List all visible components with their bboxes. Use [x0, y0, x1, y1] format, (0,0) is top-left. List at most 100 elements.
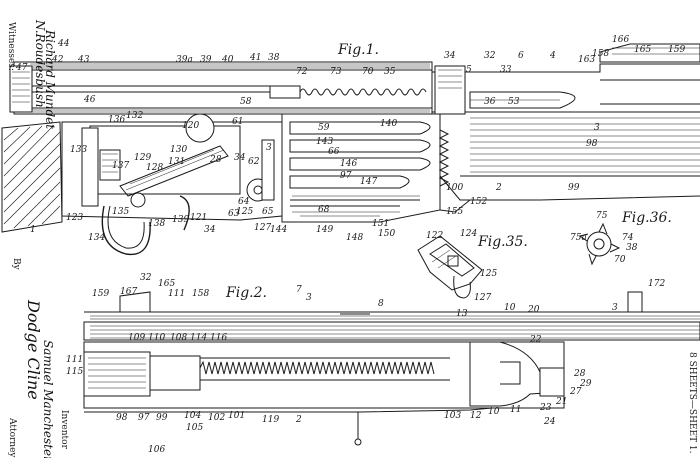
fig2-label-m108: 108 — [170, 333, 187, 343]
fig1-label-l136: 136 — [108, 115, 125, 125]
fig2-label-m10: 10 — [504, 303, 516, 313]
fig1-label-l128: 128 — [146, 163, 163, 173]
fig1-label-l144: 144 — [270, 225, 287, 235]
fig2-label-m104: 104 — [184, 411, 201, 421]
fig1-label-l64: 64 — [238, 197, 250, 207]
fig2-label-m28: 28 — [573, 369, 586, 379]
fig1-label-l166: 166 — [612, 35, 629, 45]
witnesses-header: Witnesses: — [6, 22, 16, 71]
fig2-label-m158: 158 — [192, 289, 209, 299]
fig1-label-l61: 61 — [232, 117, 243, 127]
fig1-label-l6: 6 — [518, 51, 524, 61]
fig1-label-l151: 151 — [372, 219, 389, 229]
fig1-label-l73: 73 — [330, 67, 342, 77]
fig35-label-n127: 127 — [474, 293, 491, 303]
fig1-label-l121: 121 — [190, 213, 207, 223]
fig2-label-m12: 12 — [470, 411, 482, 421]
fig2-label-m8: 8 — [378, 299, 384, 309]
fig2-label-m13: 13 — [456, 309, 468, 319]
fig1-barrel — [432, 43, 700, 177]
fig1-label-l139: 139 — [172, 215, 189, 225]
fig1-label-l148: 148 — [346, 233, 363, 243]
fig1-label-l99: 99 — [568, 183, 580, 193]
fig1-magazine — [281, 113, 450, 223]
fig2-label-m106: 106 — [148, 445, 165, 455]
fig1-label-l155: 155 — [446, 207, 463, 217]
sheet-stamp: 8 SHEETS—SHEET 1. — [687, 352, 697, 454]
fig1-label-l53: 53 — [508, 97, 520, 107]
inventor-signature: Dodge Cline — [24, 299, 43, 400]
figure-1-drawing — [1, 43, 700, 256]
fig1-label-l150: 150 — [378, 229, 395, 239]
fig1-label-l146: 146 — [340, 159, 357, 169]
fig2-label-m24: 24 — [543, 417, 556, 427]
fig2-label-m97: 97 — [138, 413, 150, 423]
fig1-label-l43: 43 — [77, 55, 90, 65]
fig36-label-p75: 75 — [596, 211, 608, 221]
fig1-label-l28: 28 — [209, 155, 222, 165]
fig2-label-m172: 172 — [648, 279, 665, 289]
fig2-label-m23: 23 — [539, 403, 552, 413]
fig2-label-m105: 105 — [186, 423, 203, 433]
fig2-label-m98: 98 — [116, 413, 128, 423]
fig1-label-l32: 32 — [484, 51, 496, 61]
fig1-label-l147: 147 — [360, 177, 377, 187]
fig2-label-m7: 7 — [296, 285, 302, 295]
fig2-label-m111: 111 — [168, 289, 185, 299]
fig2-label-m3: 3 — [306, 293, 312, 303]
fig1-label-l40: 40 — [221, 55, 234, 65]
fig1-label-l47: 47 — [15, 63, 28, 73]
fig35-label-n125: 125 — [480, 269, 497, 279]
fig1-label-l152: 152 — [470, 197, 487, 207]
fig2-label-m110: 110 — [148, 333, 165, 343]
fig2-label-m114: 114 — [190, 333, 207, 343]
fig1-label-l34b: 34 — [234, 153, 246, 163]
fig1-label-l127: 127 — [254, 223, 271, 233]
fig1-label-l4: 4 — [549, 51, 556, 61]
fig2-label-m119: 119 — [262, 415, 279, 425]
fig2-label-m29: 29 — [579, 379, 592, 389]
fig1-label-l143: 143 — [316, 137, 333, 147]
fig1-label-l46: 46 — [83, 95, 96, 105]
fig1-label-l130: 130 — [170, 145, 187, 155]
fig1-label-l33: 33 — [500, 65, 512, 75]
fig1-label-l100: 100 — [446, 183, 463, 193]
fig36-label-p70: 70 — [614, 255, 626, 265]
witness-signature-1: N.Roudesbush — [33, 19, 47, 108]
fig1-label-l36: 36 — [484, 97, 496, 107]
fig2-label-m102: 102 — [208, 413, 225, 423]
fig1-label-l39: 39 — [200, 55, 212, 65]
inventor-label: Inventor — [59, 410, 69, 450]
fig35-label-n122: 122 — [426, 231, 443, 241]
figure-36-drawing — [578, 222, 621, 266]
fig1-label-l5: 5 — [466, 65, 472, 75]
fig1-label-l59: 59 — [318, 123, 330, 133]
fig1-label-l138: 138 — [148, 219, 165, 229]
fig2-label-m32: 32 — [140, 273, 152, 283]
fig2-label-m111b: 111 — [66, 355, 83, 365]
fig36-label-p38: 38 — [626, 243, 638, 253]
fig35-title: Fig.35. — [477, 234, 528, 250]
fig1-label-l72: 72 — [296, 67, 308, 77]
fig2-label-m167: 167 — [120, 287, 137, 297]
fig1-label-l140: 140 — [380, 119, 397, 129]
fig1-label-l39a: 39a — [176, 55, 193, 65]
fig1-label-l132: 132 — [126, 111, 143, 121]
fig2-label-m109: 109 — [128, 333, 145, 343]
fig1-label-l34: 34 — [444, 51, 456, 61]
fig2-label-m159: 159 — [92, 289, 109, 299]
fig1-label-l123: 123 — [66, 213, 83, 223]
fig1-label-l62: 62 — [248, 157, 260, 167]
fig1-label-l97: 97 — [340, 171, 352, 181]
fig2-label-m22: 22 — [529, 335, 542, 345]
fig1-label-l66: 66 — [328, 147, 340, 157]
fig36-title: Fig.36. — [621, 210, 672, 226]
fig2-label-m2: 2 — [295, 415, 302, 425]
fig1-label-l133: 133 — [70, 145, 87, 155]
fig1-label-l135: 135 — [112, 207, 129, 217]
fig1-label-l41: 41 — [249, 53, 261, 63]
